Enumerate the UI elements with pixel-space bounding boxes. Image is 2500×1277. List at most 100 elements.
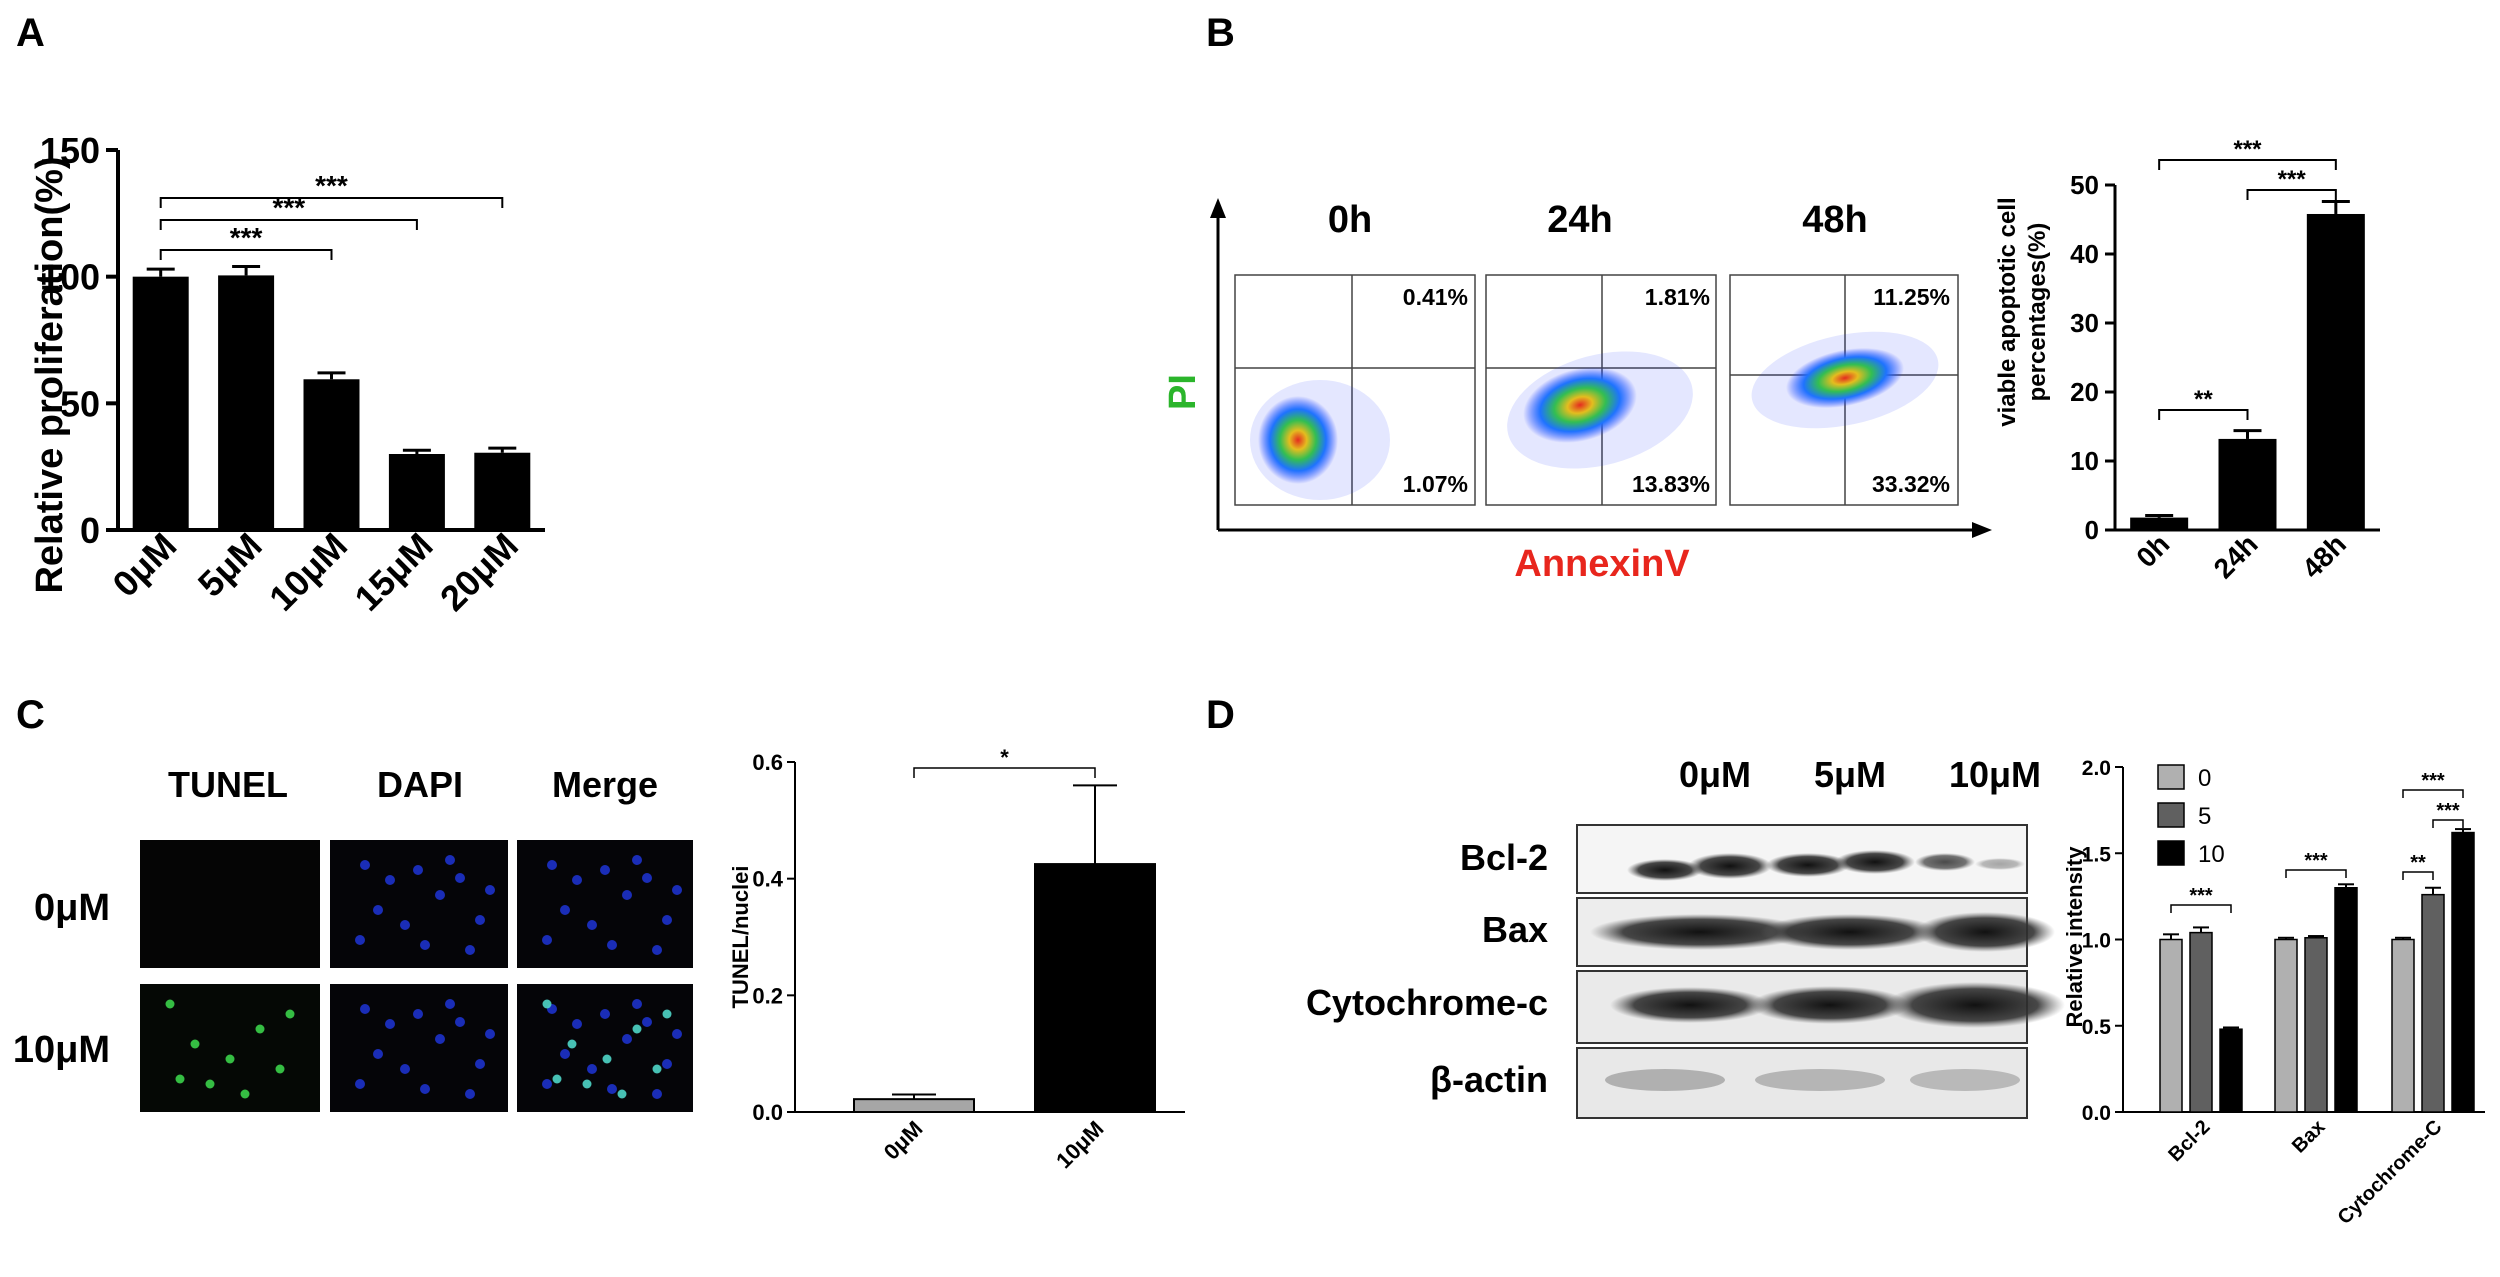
band bbox=[1590, 914, 1810, 950]
y-tick-label: 10 bbox=[2070, 446, 2099, 476]
flow-plot-24h: 24h 1.81% 13.83% bbox=[1485, 199, 1717, 506]
western-blot: 0μM 5μM 10μM Bcl-2 Bax Cytochrome-c β-ac… bbox=[1306, 754, 2065, 1119]
grid-col-label: Merge bbox=[552, 764, 658, 805]
nucleus-dot bbox=[475, 915, 485, 925]
nucleus-dot bbox=[572, 875, 582, 885]
y-tick-label: 50 bbox=[60, 383, 100, 424]
blot-protein-label: Cytochrome-c bbox=[1306, 982, 1548, 1023]
significance-label: *** bbox=[2421, 770, 2445, 792]
flow-scatter-cloud-outer bbox=[1507, 351, 1693, 469]
tunel-positive-dot bbox=[285, 1009, 295, 1019]
bar bbox=[132, 276, 189, 530]
blot-lane-label: 5μM bbox=[1814, 754, 1886, 795]
flow-scatter-cloud-outer bbox=[1751, 331, 1939, 429]
grid-row-label: 0μM bbox=[34, 887, 110, 929]
tunel-positive-dot bbox=[190, 1039, 200, 1049]
significance-bracket bbox=[159, 219, 418, 230]
nucleus-dot bbox=[373, 1049, 383, 1059]
legend-label: 0 bbox=[2198, 765, 2211, 792]
bar bbox=[2218, 438, 2277, 530]
nucleus-dot bbox=[360, 1004, 370, 1014]
tunel-positive-dot bbox=[617, 1089, 627, 1099]
nucleus-dot bbox=[475, 1059, 485, 1069]
bar bbox=[2304, 937, 2328, 1113]
nucleus-dot bbox=[622, 890, 632, 900]
nucleus-dot bbox=[355, 935, 365, 945]
nucleus-dot bbox=[607, 1084, 617, 1094]
y-tick-label: 50 bbox=[2070, 170, 2099, 200]
y-tick-label: 100 bbox=[40, 257, 100, 298]
flow-time-label: 48h bbox=[1802, 199, 1867, 241]
x-tick-label: 10μM bbox=[1051, 1116, 1108, 1173]
nucleus-dot bbox=[587, 1064, 597, 1074]
band bbox=[1975, 858, 2025, 870]
chart-b-ylabel-line2: percentages(%) bbox=[2024, 223, 2051, 402]
chart-a-ylabel: Relative proliferation(%) bbox=[29, 156, 71, 593]
x-tick-label: 0h bbox=[2130, 528, 2175, 573]
tunel-positive-dot bbox=[175, 1074, 185, 1084]
bar bbox=[2219, 1028, 2243, 1113]
panel-letter-d: D bbox=[1206, 693, 1235, 737]
nucleus-dot bbox=[600, 1009, 610, 1019]
nucleus-dot bbox=[373, 905, 383, 915]
band bbox=[1885, 982, 2065, 1028]
y-tick-label: 20 bbox=[2070, 377, 2099, 407]
flow-scatter-cloud bbox=[1523, 367, 1637, 443]
x-tick-label: 0μM bbox=[104, 525, 184, 605]
y-tick-label: 40 bbox=[2070, 239, 2099, 269]
significance-bracket bbox=[2158, 409, 2249, 420]
nucleus-dot bbox=[672, 1029, 682, 1039]
flow-upper-right-pct: 1.81% bbox=[1645, 284, 1710, 310]
tunel-positive-dot bbox=[205, 1079, 215, 1089]
nucleus-dot bbox=[572, 1019, 582, 1029]
tunel-positive-dot bbox=[662, 1009, 672, 1019]
significance-label: *** bbox=[2233, 136, 2262, 163]
bar bbox=[388, 454, 445, 530]
tunel-positive-dot bbox=[255, 1024, 265, 1034]
chart-c-ylabel: TUNEL/nuclei bbox=[728, 865, 753, 1008]
nucleus-dot bbox=[455, 1017, 465, 1027]
y-tick-label: 0 bbox=[2085, 515, 2099, 545]
bar bbox=[2334, 887, 2358, 1113]
significance-label: * bbox=[1000, 745, 1009, 770]
significance-bracket bbox=[2402, 871, 2434, 880]
bar bbox=[2391, 938, 2415, 1113]
bar bbox=[1034, 863, 1156, 1113]
band bbox=[1915, 853, 1975, 871]
nucleus-dot bbox=[400, 920, 410, 930]
significance-label: ** bbox=[2410, 852, 2426, 874]
significance-label: *** bbox=[2304, 850, 2328, 872]
significance-bracket bbox=[159, 197, 504, 208]
significance-bracket bbox=[159, 249, 333, 260]
nucleus-dot bbox=[485, 885, 495, 895]
blot-lane-label: 10μM bbox=[1949, 754, 2041, 795]
nucleus-dot bbox=[455, 873, 465, 883]
bar bbox=[2451, 831, 2475, 1113]
nucleus-dot bbox=[400, 1064, 410, 1074]
flow-upper-right-pct: 11.25% bbox=[1873, 284, 1950, 310]
significance-label: *** bbox=[2189, 885, 2213, 907]
x-tick-label: Bax bbox=[2288, 1116, 2330, 1158]
flow-y-arrowhead bbox=[1210, 198, 1226, 218]
panel-letter-c: C bbox=[16, 693, 45, 737]
significance-bracket bbox=[2285, 869, 2347, 878]
band bbox=[1627, 859, 1703, 881]
nucleus-dot bbox=[435, 890, 445, 900]
x-tick-label: Cytochrome-C bbox=[2334, 1116, 2447, 1229]
x-tick-label: 48h bbox=[2296, 528, 2352, 584]
band bbox=[1760, 914, 1940, 950]
x-tick-label: 0μM bbox=[879, 1116, 928, 1165]
tunel-positive-dot bbox=[275, 1064, 285, 1074]
y-tick-label: 0.5 bbox=[2082, 1016, 2112, 1039]
nucleus-dot bbox=[413, 1009, 423, 1019]
nucleus-dot bbox=[355, 1079, 365, 1089]
nucleus-dot bbox=[420, 1084, 430, 1094]
band bbox=[1605, 1069, 1725, 1091]
band bbox=[1688, 853, 1772, 879]
grid-row-label: 10μM bbox=[13, 1029, 110, 1071]
flow-time-label: 24h bbox=[1547, 199, 1612, 241]
dapi-image-10um bbox=[330, 984, 508, 1112]
bar bbox=[2274, 938, 2298, 1113]
merge-image-0um bbox=[517, 840, 693, 968]
bar bbox=[474, 452, 531, 530]
